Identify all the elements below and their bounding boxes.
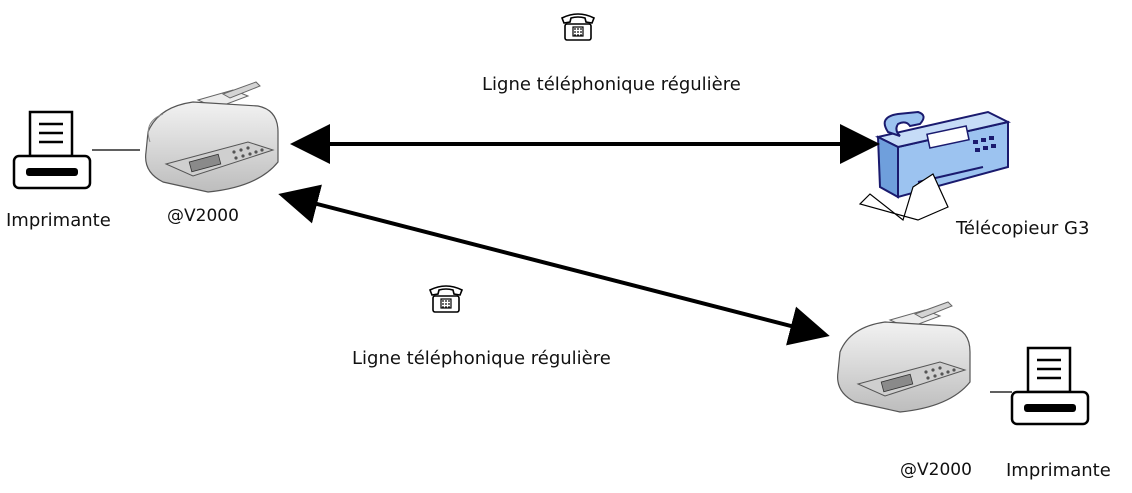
scanner-fax-device-icon	[837, 301, 971, 413]
scanner-fax-device-icon	[145, 81, 279, 193]
device-label-right: @V2000	[900, 460, 972, 480]
telephone-icon	[560, 13, 596, 41]
telephone-icon	[428, 285, 464, 313]
fax-machine-icon	[858, 110, 1011, 222]
printer-label-left: Imprimante	[6, 210, 111, 231]
printer-icon	[12, 110, 92, 190]
printer-label-right: Imprimante	[1006, 460, 1111, 481]
line-label-bottom: Ligne téléphonique régulière	[352, 348, 611, 369]
line-label-top: Ligne téléphonique régulière	[482, 74, 741, 95]
device-label-left: @V2000	[167, 206, 239, 226]
connection-arrow-device	[278, 184, 830, 346]
printer-icon	[1010, 346, 1090, 426]
fax-label-right: Télécopieur G3	[956, 218, 1090, 239]
